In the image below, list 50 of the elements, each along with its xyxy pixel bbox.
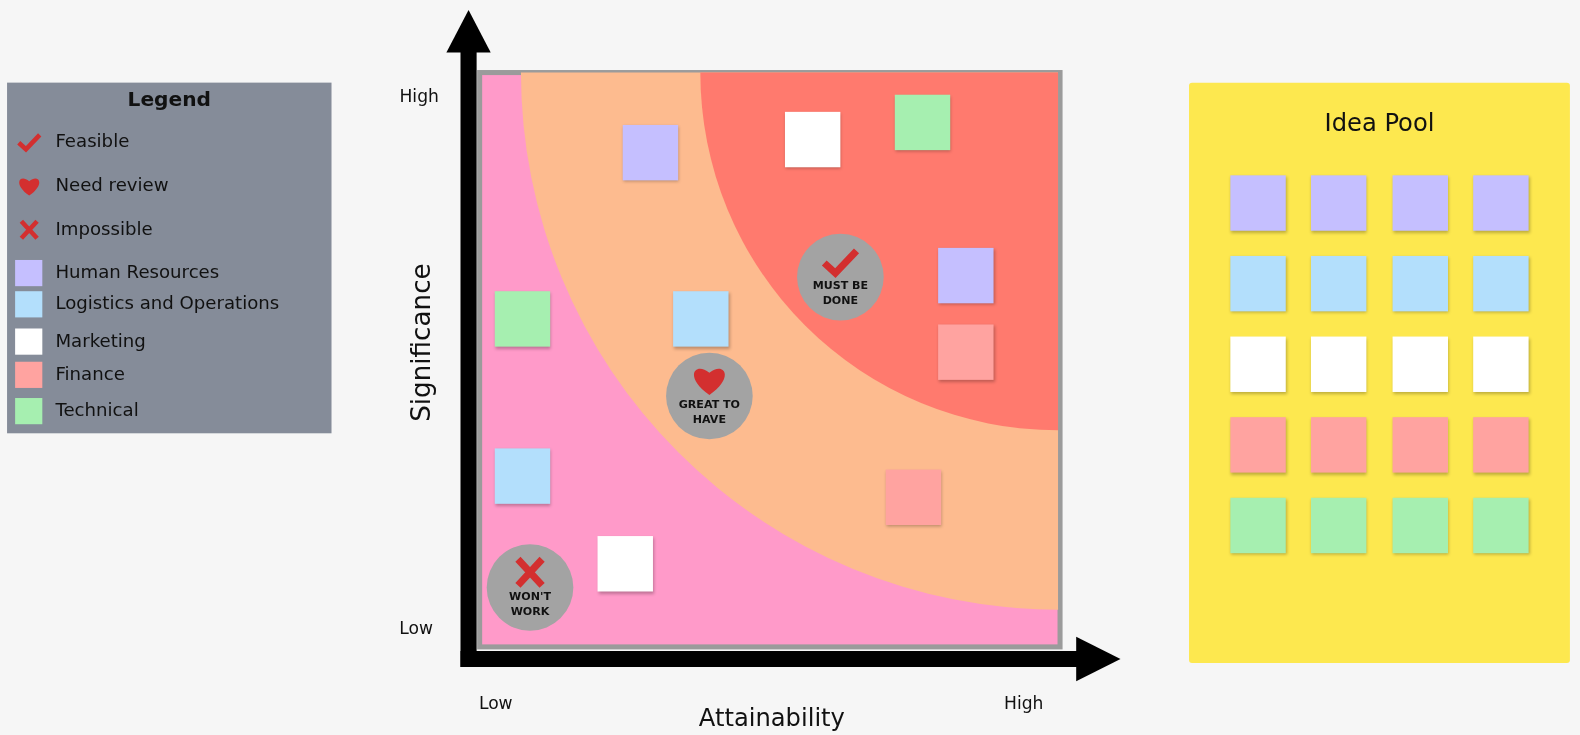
badge-label: GREAT TO HAVE (677, 397, 742, 428)
legend-label: Finance (55, 362, 125, 384)
sticky-note (894, 94, 951, 151)
sticky-note (1392, 255, 1448, 312)
legend-label: Logistics and Operations (55, 292, 280, 314)
sticky-note (1310, 255, 1367, 312)
sticky-note (1392, 497, 1448, 554)
panel-title: Idea Pool (1324, 108, 1435, 138)
sticky-note (1473, 255, 1529, 312)
legend-label: Human Resources (55, 261, 220, 283)
badge-label: MUST BE DONE (811, 278, 870, 309)
axis-tick-label: Low (478, 693, 513, 714)
sticky-note (1230, 336, 1286, 392)
sticky-note (1310, 417, 1367, 473)
sticky-note (1392, 336, 1448, 392)
legend-label: Feasible (55, 130, 130, 152)
legend-label: Technical (55, 399, 139, 421)
sticky-note (1230, 497, 1286, 554)
sticky-note (1473, 175, 1529, 231)
sticky-note (1230, 255, 1286, 312)
legend-label: Impossible (55, 217, 153, 239)
axis-tick-label: Low (399, 617, 434, 638)
sticky-note (622, 124, 679, 181)
badge-label: WON'T WORK (508, 588, 552, 619)
sticky-note (597, 536, 653, 592)
sticky-note (494, 448, 551, 504)
sticky-note (938, 247, 994, 304)
sticky-note (1310, 336, 1367, 392)
sticky-note (1392, 417, 1448, 473)
sticky-note (494, 291, 551, 347)
axis-tick-label: High (1004, 693, 1044, 714)
sticky-note (784, 111, 841, 168)
sticky-note (1230, 175, 1286, 231)
sticky-note (885, 469, 942, 525)
sticky-note (1392, 175, 1448, 231)
sticky-note (1310, 175, 1367, 231)
sticky-note (1473, 417, 1529, 473)
sticky-note (1473, 497, 1529, 554)
sticky-note (938, 324, 994, 380)
legend-title: Legend (127, 86, 211, 111)
legend-label: Marketing (55, 329, 146, 351)
axis-title: Attainability (698, 703, 845, 732)
idea-pool-panel (1189, 82, 1570, 664)
sticky-note (1310, 497, 1367, 554)
axis-tick-label: High (399, 85, 439, 106)
sticky-note (673, 291, 729, 347)
axis-title: Significance (406, 263, 437, 422)
legend-label: Need review (55, 174, 169, 196)
sticky-note (1473, 336, 1529, 392)
sticky-note (1230, 417, 1286, 473)
